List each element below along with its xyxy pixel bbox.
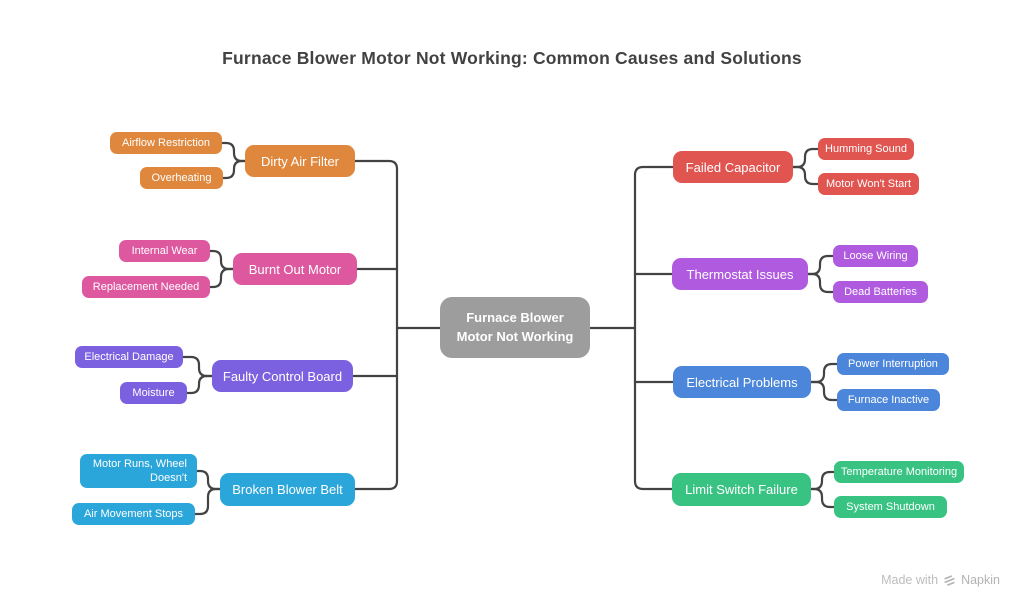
node-internal-wear: Internal Wear [119, 240, 210, 262]
fork-replacement [208, 267, 235, 289]
node-humming-sound: Humming Sound [818, 138, 914, 160]
connector-right-bus [633, 165, 675, 491]
center-label-line1: Furnace Blower [466, 310, 564, 326]
center-label-line2: Motor Not Working [456, 328, 574, 344]
node-replacement-needed: Replacement Needed [82, 276, 210, 298]
node-overheating: Overheating [140, 167, 223, 189]
fork-dead-batteries [806, 272, 835, 294]
watermark-brand: Napkin [961, 573, 1000, 587]
fork-motor-wont-start [791, 165, 820, 186]
fork-temperature [809, 470, 836, 491]
fork-airflow [220, 141, 247, 163]
diagram-title: Furnace Blower Motor Not Working: Common… [222, 48, 802, 68]
fork-humming [791, 147, 820, 169]
connector-left-bus [353, 159, 399, 491]
node-electrical-damage: Electrical Damage [75, 346, 183, 368]
node-thermostat-issues: Thermostat Issues [672, 258, 808, 290]
fork-power-interruption [809, 362, 839, 384]
node-motor-wont-start: Motor Won't Start [818, 173, 919, 195]
watermark: Made with Napkin [881, 573, 1000, 587]
fork-air-movement [193, 487, 222, 516]
node-air-movement-stops: Air Movement Stops [72, 503, 195, 525]
node-motor-runs-wheel-doesnt: Motor Runs, Wheel Doesn't [80, 454, 197, 488]
fork-moisture [185, 374, 214, 395]
node-system-shutdown: System Shutdown [834, 496, 947, 518]
fork-system-shutdown [809, 487, 836, 509]
watermark-text: Made with [881, 573, 939, 587]
node-burnt-out-motor: Burnt Out Motor [233, 253, 357, 285]
node-moisture: Moisture [120, 382, 187, 404]
fork-overheating [221, 159, 247, 180]
node-power-interruption: Power Interruption [837, 353, 949, 375]
node-dirty-air-filter: Dirty Air Filter [245, 145, 355, 177]
fork-furnace-inactive [809, 380, 839, 402]
fork-internal-wear [208, 249, 235, 271]
node-limit-switch-failure: Limit Switch Failure [672, 473, 811, 506]
node-temperature-monitoring: Temperature Monitoring [834, 461, 964, 483]
node-airflow-restriction: Airflow Restriction [110, 132, 222, 154]
fork-electrical-damage [181, 355, 214, 378]
node-furnace-inactive: Furnace Inactive [837, 389, 940, 411]
fork-motor-runs [195, 469, 222, 491]
node-loose-wiring: Loose Wiring [833, 245, 918, 267]
node-electrical-problems: Electrical Problems [673, 366, 811, 398]
node-center: Furnace Blower Motor Not Working [440, 297, 590, 358]
node-dead-batteries: Dead Batteries [833, 281, 928, 303]
fork-loose-wiring [806, 254, 835, 276]
node-faulty-control-board: Faulty Control Board [212, 360, 353, 392]
napkin-logo-icon [944, 574, 955, 586]
node-failed-capacitor: Failed Capacitor [673, 151, 793, 183]
node-broken-blower-belt: Broken Blower Belt [220, 473, 355, 506]
